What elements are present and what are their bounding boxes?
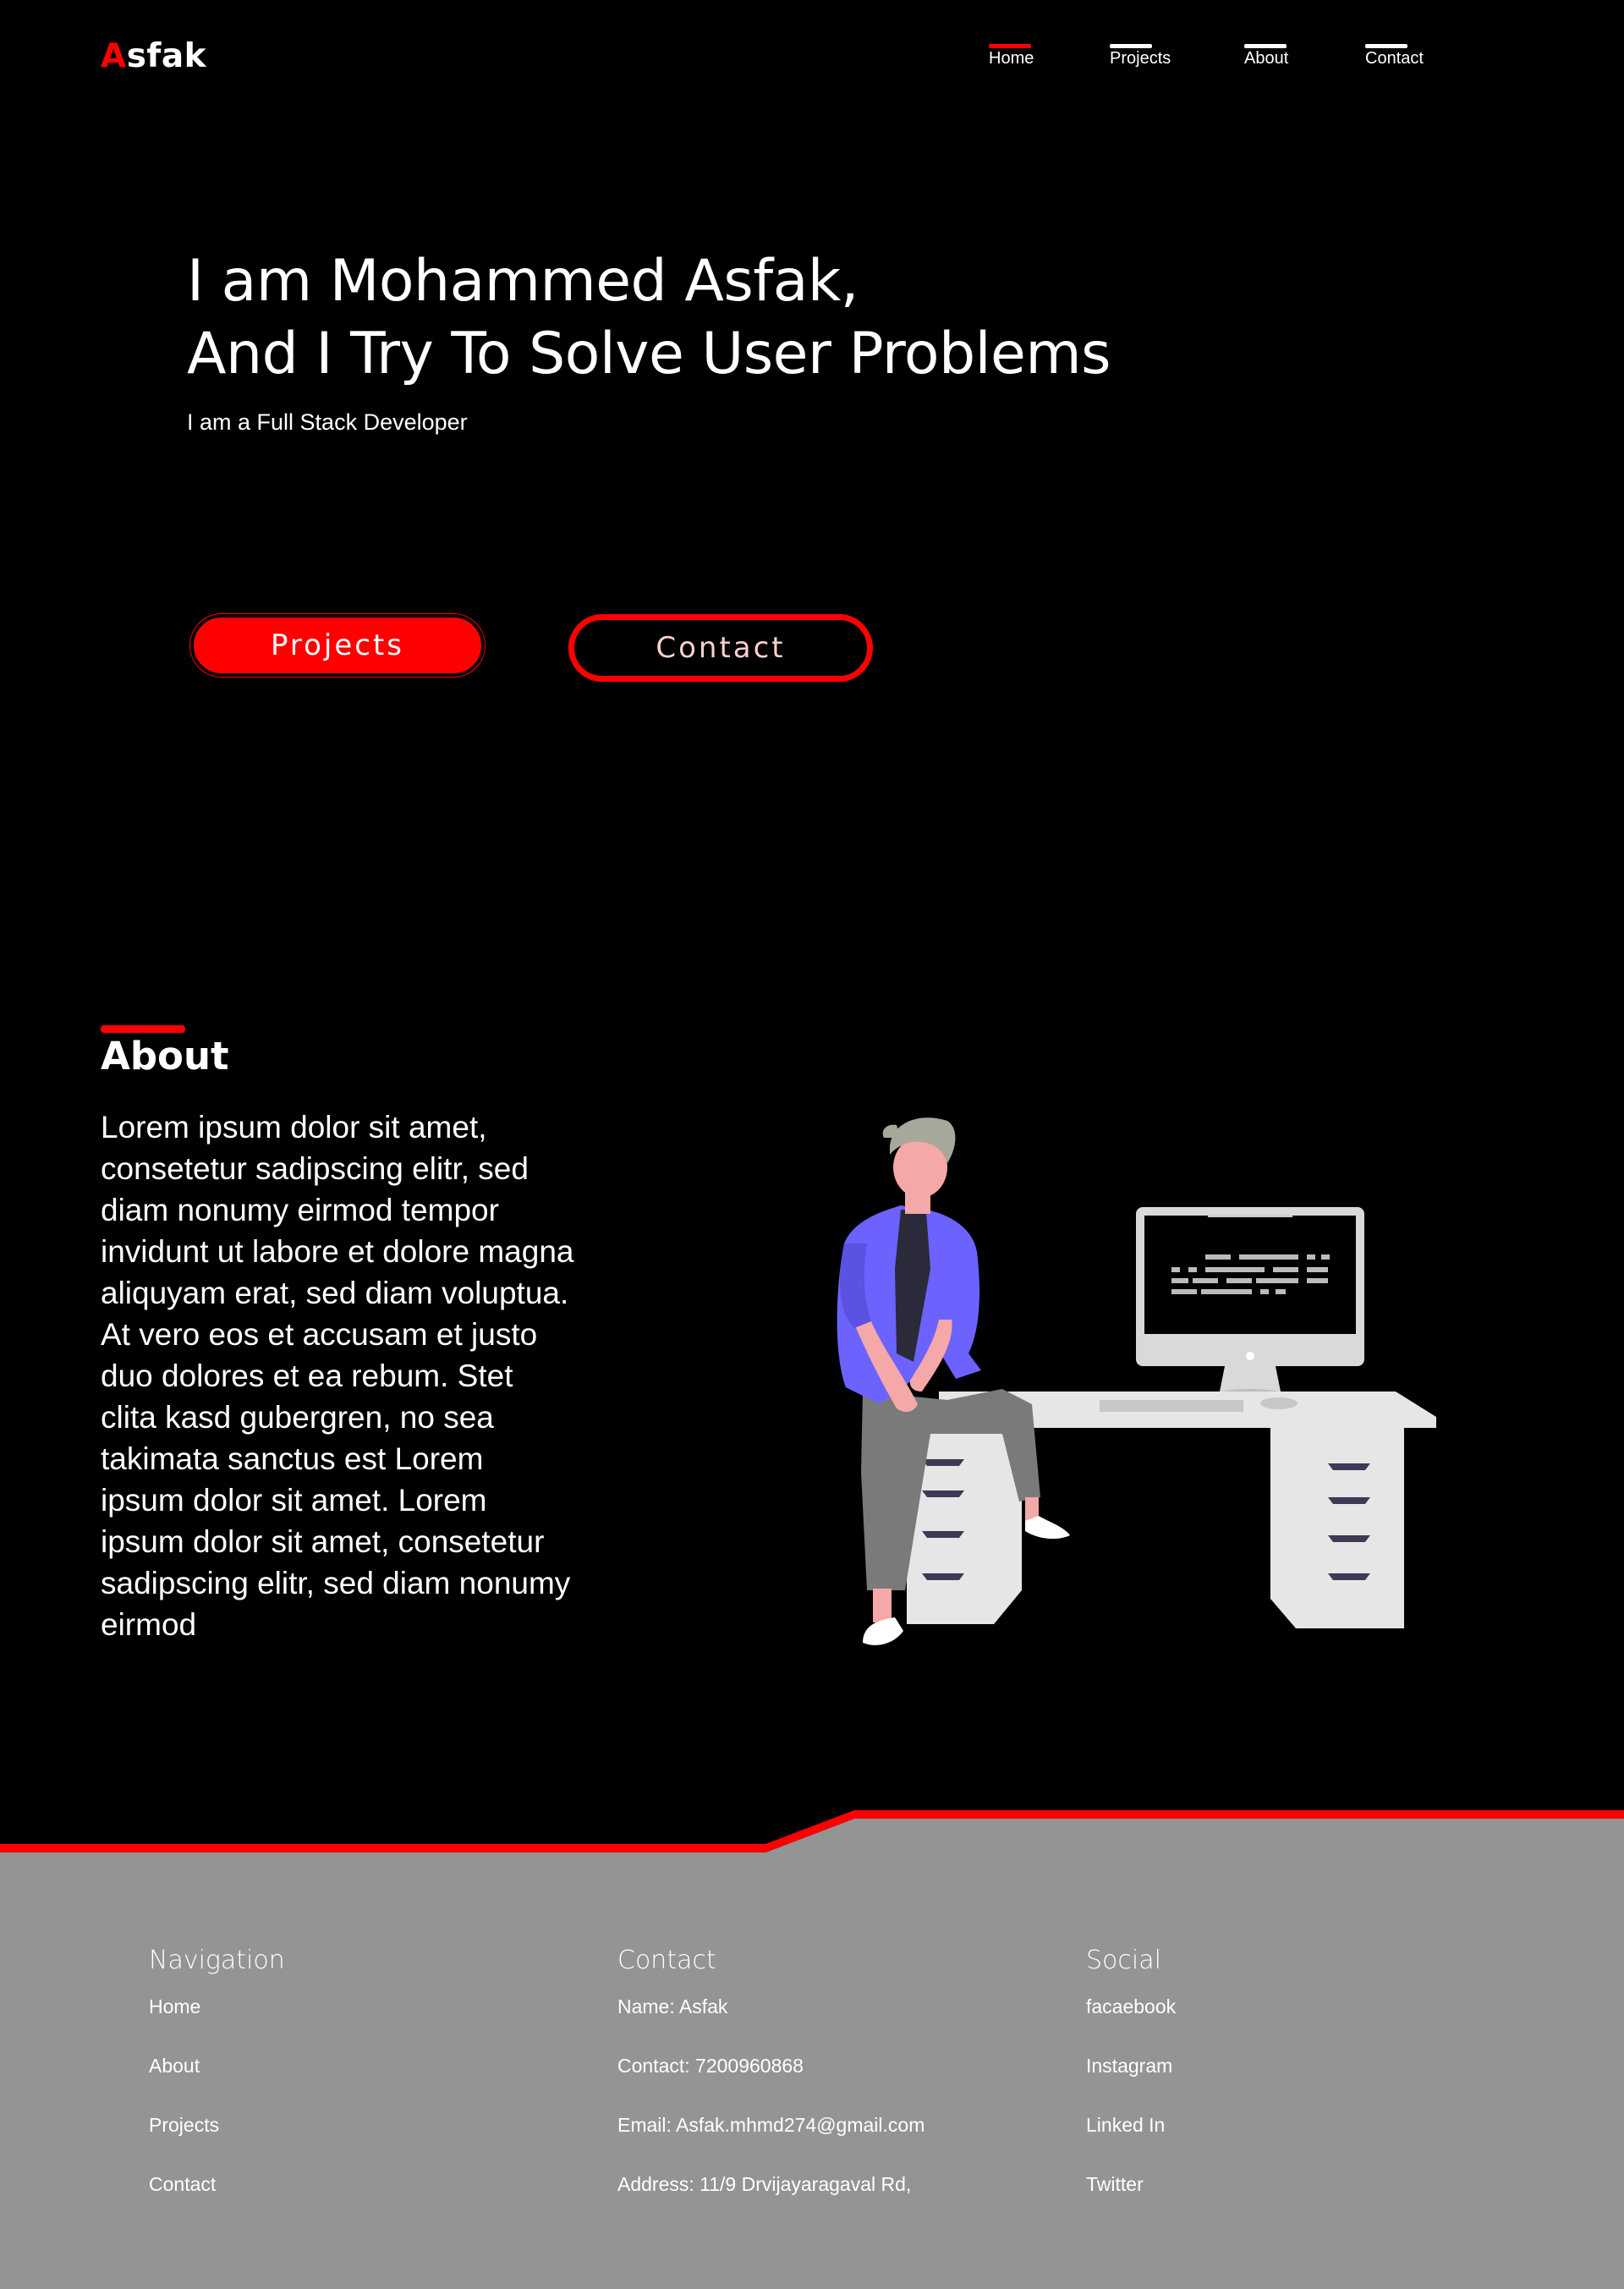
footer-link-linkedin[interactable]: Linked In	[1086, 2114, 1166, 2136]
footer-navigation: Navigation Home About Projects Contact	[149, 1946, 285, 2231]
nav-indicator	[989, 44, 1031, 48]
logo-first-letter: A	[101, 37, 127, 75]
nav-label: Contact	[1365, 49, 1424, 68]
footer-link-twitter[interactable]: Twitter	[1086, 2173, 1144, 2195]
hero-title-line1: I am Mohammed Asfak,	[187, 248, 859, 315]
footer-link-contact[interactable]: Contact	[149, 2173, 217, 2195]
nav-indicator	[1365, 44, 1407, 48]
footer-contact: Contact Name: Asfak Contact: 7200960868 …	[617, 1946, 924, 2231]
nav-indicator	[1244, 44, 1287, 48]
nav-label: Projects	[1110, 49, 1171, 68]
footer-contact-address: Address: 11/9 Drvijayaragaval Rd,	[617, 2173, 912, 2195]
contact-button[interactable]: Contact	[568, 614, 873, 682]
about-body: Lorem ipsum dolor sit amet, consetetur s…	[101, 1110, 574, 1642]
nav-indicator	[1110, 44, 1152, 48]
nav-label: About	[1244, 49, 1289, 68]
hero-title-line2: And I Try To Solve User Problems	[187, 321, 1111, 387]
nav-label: Home	[989, 49, 1034, 68]
logo-text: sfak	[126, 37, 207, 75]
footer-contact-email[interactable]: Email: Asfak.mhmd274@gmail.com	[617, 2114, 925, 2136]
projects-button[interactable]: Projects	[190, 614, 485, 677]
footer-social-heading: Social	[1086, 1946, 1161, 1975]
footer-navigation-heading: Navigation	[149, 1946, 285, 1975]
footer-link-home[interactable]: Home	[149, 1995, 201, 2017]
footer-link-projects[interactable]: Projects	[149, 2114, 220, 2136]
footer-contact-heading: Contact	[617, 1946, 716, 1975]
footer-background	[0, 1810, 1624, 2289]
about-accent-bar	[101, 1025, 185, 1033]
about-heading: About	[101, 1034, 229, 1079]
footer-contact-name: Name: Asfak	[617, 1995, 728, 2017]
logo[interactable]: Asfak	[101, 37, 206, 75]
footer-social: Social facaebook Instagram Linked In Twi…	[1086, 1946, 1176, 2231]
footer-link-facebook[interactable]: facaebook	[1086, 1995, 1177, 2017]
footer-link-instagram[interactable]: Instagram	[1086, 2055, 1173, 2077]
footer-link-about[interactable]: About	[149, 2055, 200, 2077]
hero-title: I am Mohammed Asfak, And I Try To Solve …	[187, 245, 1111, 391]
developer-desk-illustration	[837, 1117, 1436, 1645]
hero-subtitle: I am a Full Stack Developer	[187, 409, 468, 435]
footer-contact-phone: Contact: 7200960868	[617, 2055, 804, 2077]
